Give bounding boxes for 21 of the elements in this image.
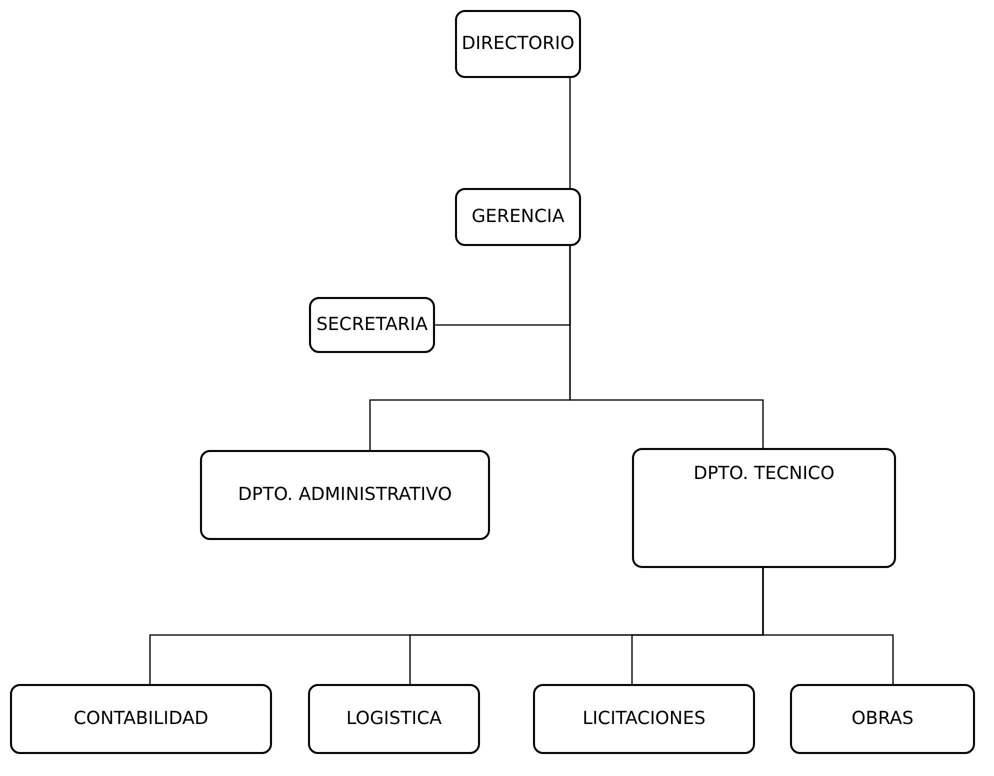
box-label: CONTABILIDAD — [74, 707, 208, 731]
box-label: DPTO. TECNICO — [693, 462, 835, 486]
org-box — [308, 684, 480, 754]
org-box — [533, 684, 755, 754]
org-box — [200, 450, 490, 540]
box-label: LICITACIONES — [582, 707, 706, 731]
org-box — [309, 297, 435, 353]
box-label: LOGISTICA — [346, 707, 442, 731]
box-label: SECRETARIA — [316, 313, 428, 337]
box-label: GERENCIA — [472, 205, 564, 229]
org-box — [10, 684, 272, 754]
org-box — [790, 684, 975, 754]
org-box — [455, 188, 581, 246]
org-box — [455, 10, 581, 78]
connector-line — [569, 246, 764, 448]
box-label: DPTO. ADMINISTRATIVO — [238, 483, 452, 507]
connector-line — [569, 78, 571, 188]
org-box — [632, 448, 896, 568]
box-label: DIRECTORIO — [462, 32, 574, 56]
connector-line — [762, 568, 894, 684]
box-label: OBRAS — [851, 707, 914, 731]
